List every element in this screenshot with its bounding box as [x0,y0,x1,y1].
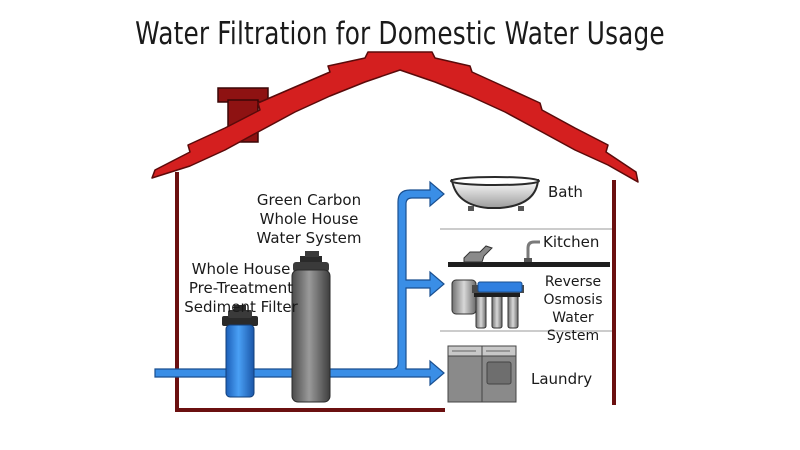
ro-label-line-2: Osmosis [543,292,603,308]
carbon-filter [291,251,331,403]
bath-label: Bath [548,183,583,201]
carbon-label-line-2: Whole House [259,210,359,228]
laundry-label: Laundry [531,370,593,388]
sediment-label-line-1: Whole House [191,260,291,278]
sediment-filter-label: Whole House Pre-Treatment Sediment Filte… [176,260,306,317]
house-walls [175,172,616,412]
sediment-label-line-3: Sediment Filter [184,298,298,316]
washer-dryer-icon [447,345,517,403]
diagram-title: Water Filtration for Domestic Water Usag… [135,16,665,52]
roof [151,51,639,183]
carbon-filter-label: Green Carbon Whole House Water System [246,191,372,248]
reverse-osmosis-icon [451,279,524,329]
ro-label: Reverse Osmosis Water System [530,273,616,345]
carbon-label-line-3: Water System [256,229,362,247]
ro-label-line-3: Water System [546,310,600,344]
sediment-filter [222,305,258,398]
sink-faucet-icon [448,240,610,267]
sediment-label-line-2: Pre-Treatment [188,279,294,297]
water-supply-pipe [154,180,445,387]
ro-label-line-1: Reverse [544,274,602,290]
bathtub-icon [450,176,540,211]
kitchen-label: Kitchen [543,233,600,251]
room-dividers [440,228,612,332]
carbon-label-line-1: Green Carbon [256,191,362,209]
